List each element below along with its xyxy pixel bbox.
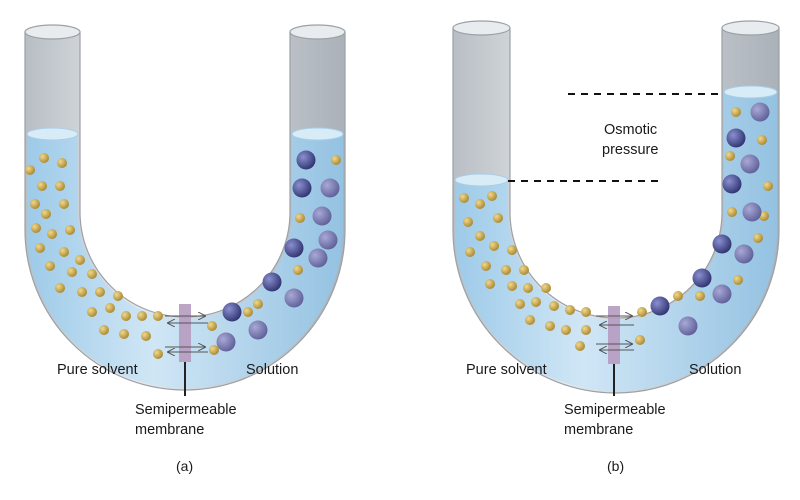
flow-arrows-a — [165, 316, 208, 352]
solute-particles-b — [650, 102, 770, 336]
membrane-b — [608, 306, 620, 364]
flow-arrows-b — [596, 316, 634, 350]
solute-particles-a — [216, 150, 340, 352]
pure-solvent-label-a: Pure solvent — [57, 362, 138, 378]
left-meniscus-b — [454, 173, 509, 187]
panel-a: Pure solvent Solution Semipermeable memb… — [24, 24, 346, 474]
left-tube-rim-b — [452, 20, 511, 36]
membrane-label-b-line1: Semipermeable — [564, 402, 666, 418]
right-tube-rim-a — [289, 24, 346, 40]
solvent-particles-a — [25, 153, 341, 359]
membrane-a — [179, 304, 191, 362]
left-meniscus-a — [26, 127, 79, 141]
left-tube-rim-a — [24, 24, 81, 40]
right-meniscus-a — [291, 127, 344, 141]
pure-solvent-label-b: Pure solvent — [466, 362, 547, 378]
solution-label-b: Solution — [689, 362, 741, 378]
osmotic-pressure-label-line1: Osmotic — [604, 122, 657, 138]
membrane-label-a-line1: Semipermeable — [135, 402, 237, 418]
osmotic-pressure-label-line2: pressure — [602, 142, 658, 158]
liquid-b — [455, 92, 777, 391]
membrane-label-b-line2: membrane — [564, 422, 633, 438]
solvent-particles-b — [459, 107, 773, 351]
panel-b: Osmotic pressure Pure solvent Solution S… — [452, 20, 780, 474]
right-meniscus-b — [723, 85, 778, 99]
solution-label-a: Solution — [246, 362, 298, 378]
membrane-label-a-line2: membrane — [135, 422, 204, 438]
caption-a: (a) — [176, 458, 193, 474]
caption-b: (b) — [607, 458, 624, 474]
right-tube-rim-b — [721, 20, 780, 36]
